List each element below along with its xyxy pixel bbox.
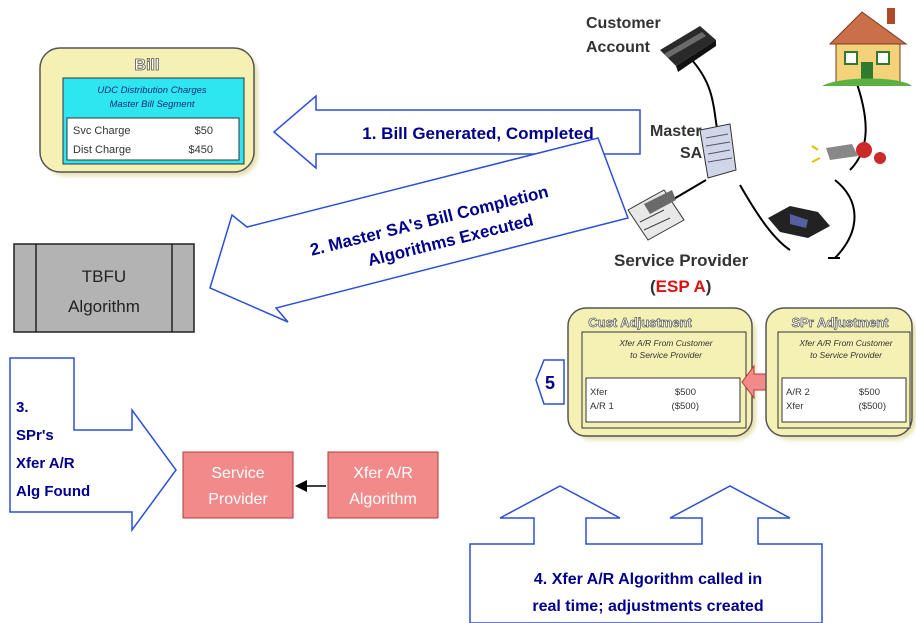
step3-arrow: 3. SPr's Xfer A/R Alg Found <box>9 357 177 533</box>
bill-line-amount: $50 <box>195 125 213 137</box>
spr-adjustment-row-label: Xfer <box>786 401 803 412</box>
cust-adjustment-title: Cust Adjustment <box>588 315 692 330</box>
step3-label-line3: Xfer A/R <box>16 455 75 472</box>
customer-account-line1: Customer <box>586 15 661 32</box>
spr-adjustment-title: SPr Adjustment <box>791 315 889 330</box>
spr-adjustment-row-amount: ($500) <box>859 401 886 412</box>
service-provider-line2: Provider <box>208 491 268 508</box>
service-provider-box: Service Provider <box>182 451 294 519</box>
xfer-ar-algorithm-box: Xfer A/R Algorithm <box>327 451 439 519</box>
esp-close: ) <box>706 277 712 296</box>
step3-label-line4: Alg Found <box>16 483 90 500</box>
spr-adjustment: SPr Adjustment Xfer A/R From Customer to… <box>765 307 916 440</box>
service-provider-label: Service Provider <box>614 251 749 270</box>
step4-arrow: 4. Xfer A/R Algorithm called in real tim… <box>469 485 823 623</box>
cust-adjustment-row-label: A/R 1 <box>590 401 614 412</box>
step1-label: 1. Bill Generated, Completed <box>362 124 593 143</box>
bill-line-amount: $450 <box>189 144 213 156</box>
master-sa-line2: SA <box>680 145 703 162</box>
service-provider-icon <box>627 189 685 241</box>
tbfu-line1: TBFU <box>82 267 126 286</box>
bill-title: Bill <box>135 57 160 74</box>
bill-line-label: Svc Charge <box>73 125 130 137</box>
cust-adjustment-desc2: to Service Provider <box>630 350 703 360</box>
bill-line-label: Dist Charge <box>73 144 131 156</box>
cust-adjustment-row-amount: ($500) <box>672 401 699 412</box>
bill-segment-line1: UDC Distribution Charges <box>97 85 207 96</box>
master-sa-line1: Master <box>650 123 702 140</box>
account-cluster: Customer Account Master SA <box>586 8 912 296</box>
customer-account-line2: Account <box>586 39 651 56</box>
cust-adjustment: Cust Adjustment Xfer A/R From Customer t… <box>567 307 756 440</box>
bill-document: Bill UDC Distribution Charges Master Bil… <box>39 47 258 176</box>
step4-label-line1: 4. Xfer A/R Algorithm called in <box>534 571 762 588</box>
key-icon <box>811 142 886 164</box>
step4-label-line2: real time; adjustments created <box>532 598 763 615</box>
spr-adjustment-row-amount: $500 <box>859 387 880 398</box>
step2-arrow: 2. Master SA's Bill Completion Algorithm… <box>209 137 629 323</box>
step5-badge: 5 <box>535 359 565 405</box>
house-icon <box>822 8 912 86</box>
esp-open: ( <box>650 277 656 296</box>
spr-adjustment-desc1: Xfer A/R From Customer <box>798 338 893 348</box>
step3-label-line1: 3. <box>16 399 29 416</box>
cust-adjustment-row-amount: $500 <box>675 387 696 398</box>
handshake-icon <box>768 206 830 238</box>
master-sa-icon <box>699 123 737 179</box>
step5-label: 5 <box>545 373 555 393</box>
spr-adjustment-desc2: to Service Provider <box>810 350 883 360</box>
service-provider-line1: Service <box>211 465 264 482</box>
step3-label-line2: SPr's <box>16 427 54 444</box>
tbfu-line2: Algorithm <box>68 297 140 316</box>
tbfu-algorithm-box: TBFU Algorithm <box>13 243 195 333</box>
esp-name: ESP A <box>656 277 706 296</box>
wallet-icon <box>660 26 716 72</box>
xfer-alg-line2: Algorithm <box>349 491 417 508</box>
spr-adjustment-row-label: A/R 2 <box>786 387 810 398</box>
esp-label: (ESP A) <box>650 277 711 296</box>
cust-adjustment-desc1: Xfer A/R From Customer <box>618 338 713 348</box>
cust-adjustment-row-label: Xfer <box>590 387 607 398</box>
bill-segment-line2: Master Bill Segment <box>109 99 194 110</box>
xfer-alg-line1: Xfer A/R <box>353 465 413 482</box>
